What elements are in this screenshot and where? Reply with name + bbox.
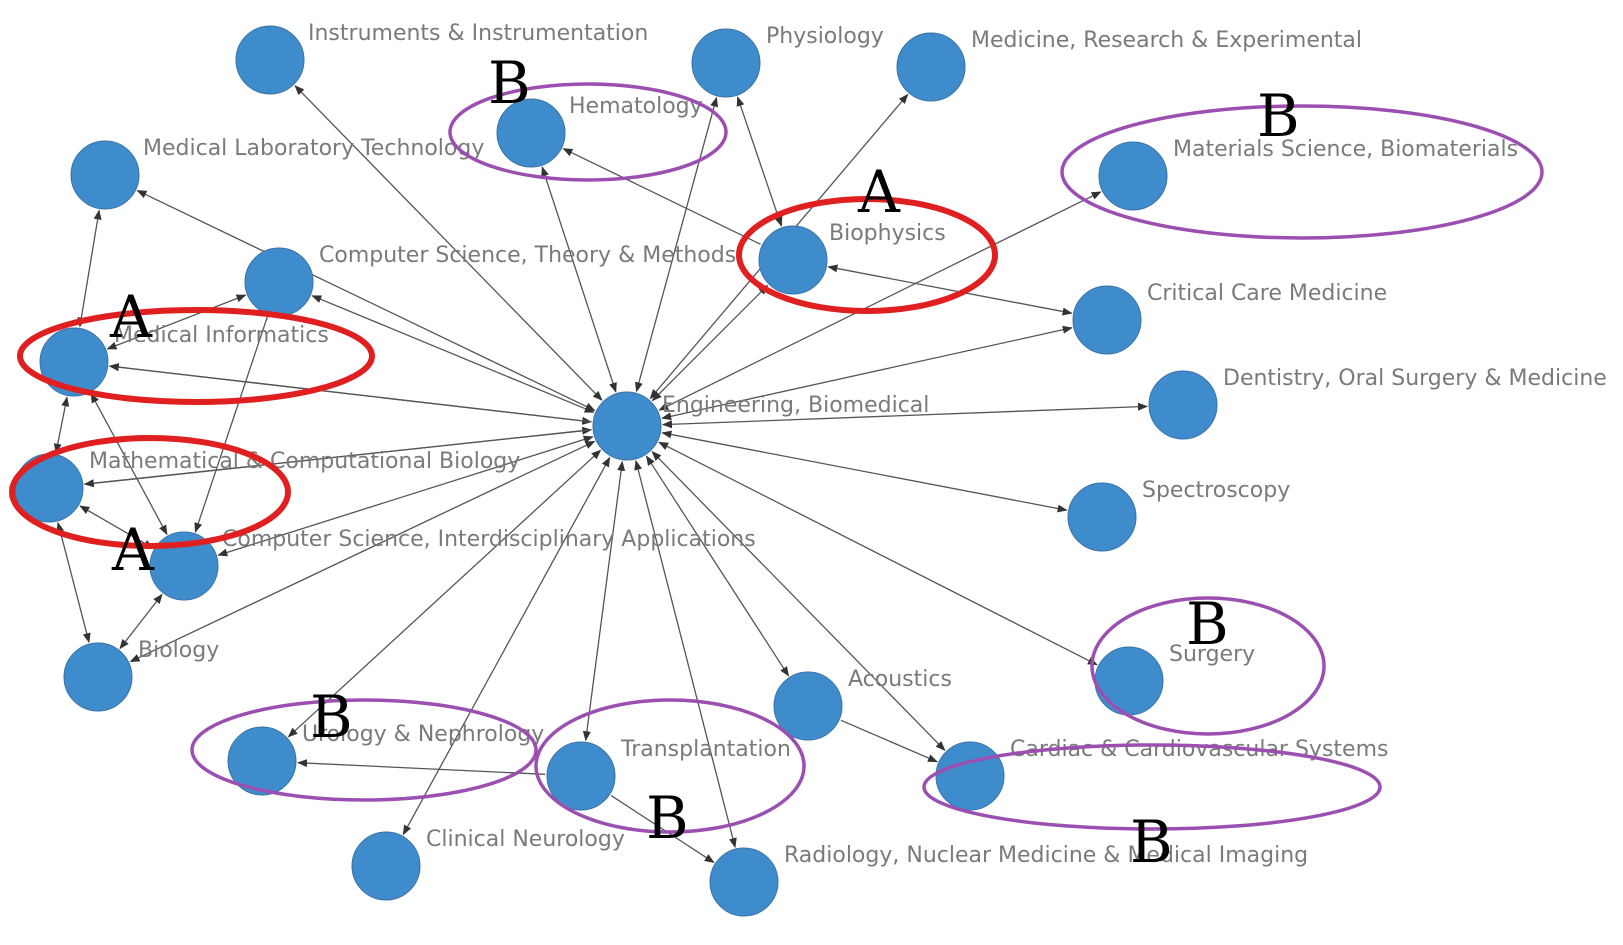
edges-layer [53,85,1148,863]
node-label-biophysics: Biophysics [829,221,946,246]
highlight-ring-b-hematology [448,82,728,182]
node-label-surgery: Surgery [1169,642,1255,667]
edge-medinfo-csinter [90,392,168,536]
node-csinter[interactable] [149,531,219,601]
groups-layer: A A B B B B B B A [9,49,1544,876]
edge-center-mathbio [83,429,592,488]
group-letter-b-transplant: B [646,784,689,852]
edge-transplant-center [582,460,626,742]
node-critical[interactable] [1072,285,1142,355]
node-transplant[interactable] [546,741,616,811]
edge-csinter-biology [119,593,163,650]
edge-acoustics-cardiac [840,719,938,763]
edge-hematology-center [541,166,617,393]
node-label-biology: Biology [138,638,219,663]
node-label-urology: Urology & Nephrology [302,722,544,747]
node-label-radiology: Radiology, Nuclear Medicine & Medical Im… [784,843,1308,868]
node-label-medinfo: Medical Informatics [114,323,329,348]
node-radiology[interactable] [709,847,779,917]
highlight-ring-a-medinfo [17,307,375,405]
node-medlab[interactable] [70,140,140,210]
node-materials[interactable] [1098,141,1168,211]
edge-cstheory-csinter [194,315,269,533]
group-letter-a-medinfo: A [109,283,153,351]
node-neuro[interactable] [351,831,421,901]
node-center[interactable] [592,391,662,461]
node-cardiac[interactable] [935,741,1005,811]
edge-biophysics-hematology [562,148,761,245]
labels-layer: Engineering, Biomedical Instruments & Ins… [89,21,1607,868]
highlight-ring-b-surgery [1090,596,1326,736]
highlight-ring-b-transplant [534,698,806,834]
node-acoustics[interactable] [773,671,843,741]
group-letter-b-surgery: B [1186,590,1229,658]
edge-mathbio-biology [56,521,91,644]
edge-biophysics-critical [827,264,1073,316]
node-urology[interactable] [227,726,297,796]
edge-dentistry-center [662,402,1148,429]
node-label-cstheory: Computer Science, Theory & Methods [319,243,736,268]
edge-medinfo-mathbio [53,396,70,454]
edge-neuro-center [402,456,611,836]
highlight-ring-a-biophysics [736,196,998,314]
edge-medlab-medinfo [77,209,102,328]
node-label-medlab: Medical Laboratory Technology [143,136,484,161]
group-letter-b-materials: B [1257,82,1300,150]
node-label-center: Engineering, Biomedical [662,393,929,418]
node-spectroscopy[interactable] [1067,482,1137,552]
node-hematology[interactable] [496,98,566,168]
edge-center-medinfo [108,363,592,423]
node-label-hematology: Hematology [569,94,703,119]
edge-acoustics-center [645,455,790,677]
edge-spectroscopy-center [661,430,1068,513]
edge-biophysics-center [651,284,769,402]
node-cstheory[interactable] [244,247,314,317]
node-label-spectroscopy: Spectroscopy [1142,478,1290,503]
node-physiology[interactable] [691,28,761,98]
node-medres[interactable] [896,32,966,102]
nodes-layer [14,25,1218,917]
node-label-cardiac: Cardiac & Cardiovascular Systems [1010,737,1388,762]
highlight-ring-b-urology [190,698,538,802]
edge-radiology-center [634,459,737,849]
edge-transplant-urology [297,759,546,775]
highlight-ring-a-mathbio [9,435,291,549]
node-surgery[interactable] [1094,646,1164,716]
node-instruments[interactable] [235,25,305,95]
node-label-critical: Critical Care Medicine [1147,281,1387,306]
edge-cstheory-medinfo [106,294,247,350]
highlight-ring-b-materials [1060,104,1544,240]
group-letter-a-biophysics: A [857,158,901,226]
node-label-csinter: Computer Science, Interdisciplinary Appl… [222,527,756,552]
node-label-acoustics: Acoustics [848,667,952,692]
node-label-neuro: Clinical Neurology [426,827,625,852]
edge-mathbio-csinter [79,505,154,549]
group-letter-a-csinter: A [111,516,155,584]
node-label-transplant: Transplantation [620,737,791,762]
group-letter-b-urology: B [310,683,353,751]
node-medinfo[interactable] [39,327,109,397]
node-biology[interactable] [63,642,133,712]
node-label-dentistry: Dentistry, Oral Surgery & Medicine [1223,366,1607,391]
group-letter-b-hematology: B [488,49,531,117]
node-biophysics[interactable] [758,225,828,295]
node-dentistry[interactable] [1148,370,1218,440]
edge-transplant-radiology [610,795,715,863]
node-label-medres: Medicine, Research & Experimental [971,28,1362,53]
edge-surgery-center [658,441,1098,666]
node-label-mathbio: Mathematical & Computational Biology [89,449,520,474]
node-label-materials: Materials Science, Biomaterials [1173,137,1518,162]
edge-biophysics-physiology [736,96,783,227]
node-label-instruments: Instruments & Instrumentation [308,21,648,46]
node-label-physiology: Physiology [766,24,884,49]
group-letter-b-cardiac: B [1130,808,1173,876]
highlight-ring-b-cardiac [922,743,1382,831]
